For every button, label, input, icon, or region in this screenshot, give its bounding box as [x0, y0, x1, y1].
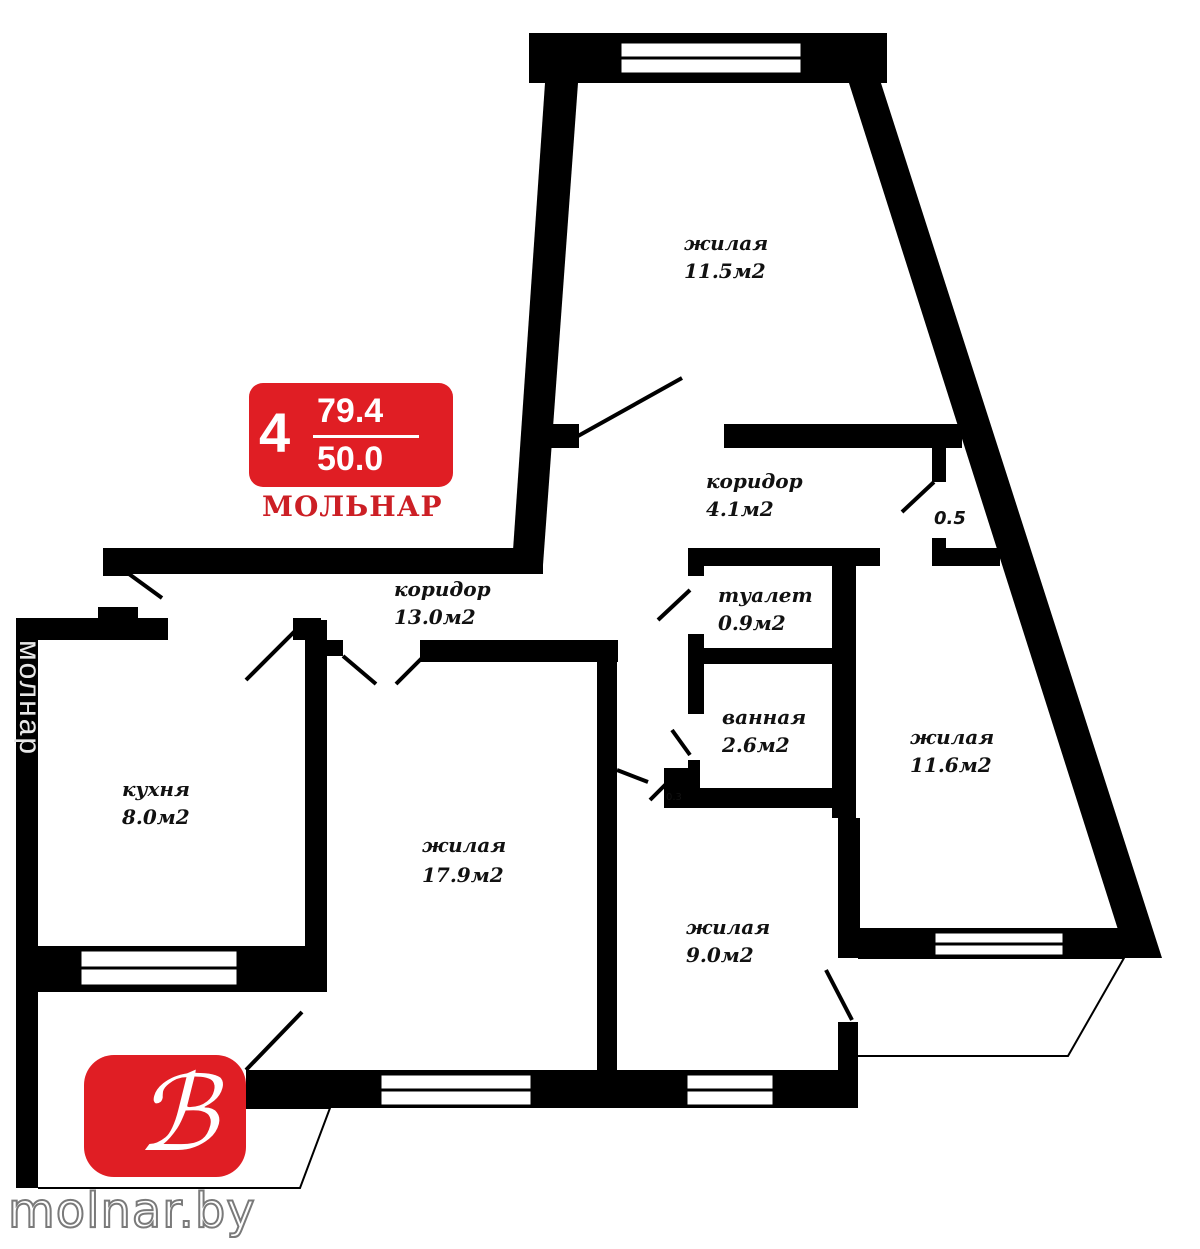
living-right-area: 11.6м2: [910, 753, 992, 777]
logo-glyph: ℬ: [136, 1053, 218, 1175]
balconies: [38, 957, 1126, 1189]
window-kitchen: [78, 948, 240, 988]
kitchen-area: 8.0м2: [121, 805, 190, 829]
closet-area: 0.5: [934, 508, 966, 529]
living-large-area: 17.9м2: [422, 863, 504, 887]
living-top-area: 11.5м2: [684, 259, 766, 283]
corridor-2-area: 13.0м2: [394, 605, 476, 629]
walls: [16, 33, 1162, 1188]
total-area: 79.4: [317, 392, 384, 430]
living-top-label: жилая: [684, 231, 768, 255]
window-living-small: [684, 1072, 776, 1108]
niche-area: 0.3: [666, 792, 682, 803]
corridor-1-area: 4.1м2: [706, 497, 774, 521]
living-area: 50.0: [317, 440, 384, 478]
kitchen-label: кухня: [122, 777, 190, 801]
balcony-right: [858, 957, 1126, 1057]
living-right-label: жилая: [910, 725, 994, 749]
bathroom-area: 2.6м2: [721, 733, 790, 757]
site-watermark: molnar.by: [7, 1182, 256, 1240]
window-living-large: [378, 1072, 534, 1108]
side-watermark: молнар: [13, 640, 46, 757]
room-count: 4: [259, 401, 291, 464]
living-small-label: жилая: [686, 915, 770, 939]
corridor-1-label: коридор: [706, 469, 803, 493]
room-labels: жилая 11.5м2 коридор 4.1м2 0.5 коридор 1…: [121, 231, 994, 967]
toilet-area: 0.9м2: [718, 611, 786, 635]
corridor-2-label: коридор: [394, 577, 491, 601]
windows: [78, 40, 1066, 1108]
living-small-area: 9.0м2: [686, 943, 754, 967]
window-living-right: [932, 930, 1066, 958]
window-top: [618, 40, 804, 76]
area-badge: 4 79.4 50.0: [249, 383, 453, 487]
bathroom-label: ванная: [722, 705, 806, 729]
doors: [127, 376, 936, 1072]
toilet-label: туалет: [718, 583, 813, 607]
butterfly-logo-icon: ℬ: [84, 1055, 246, 1177]
brand-name: МОЛЬНАР: [262, 490, 443, 523]
balcony-left: [38, 1107, 332, 1189]
living-large-label: жилая: [422, 833, 506, 857]
fraction-line: [313, 435, 419, 438]
